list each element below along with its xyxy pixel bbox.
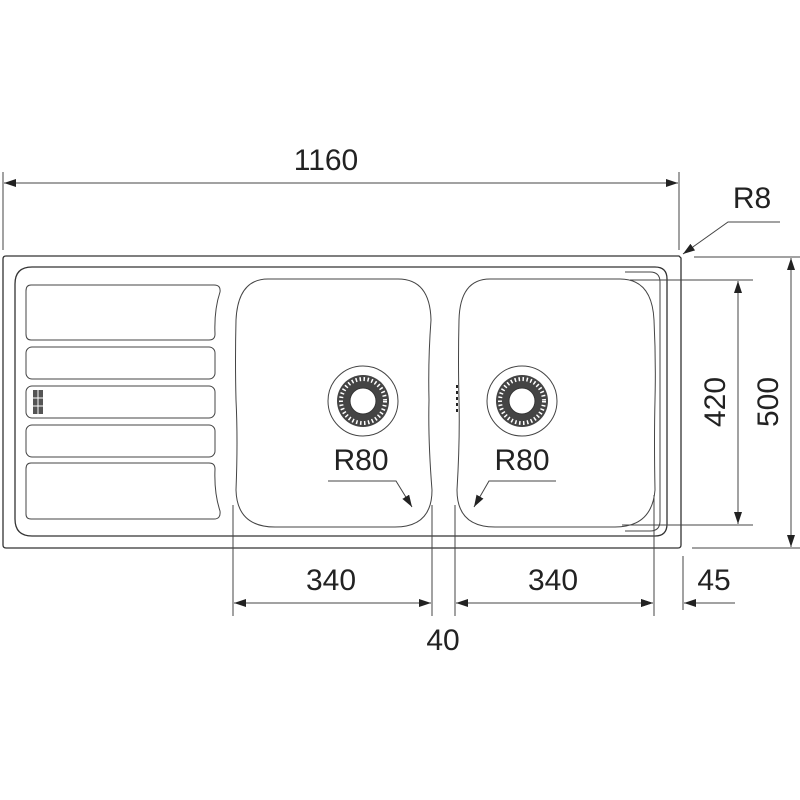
dimension-bowl-gap: 40 — [426, 624, 459, 657]
label-overall-width: 1160 — [294, 144, 359, 177]
label-overall-depth: 500 — [752, 377, 785, 427]
drain-left — [327, 365, 399, 437]
label-right-rim: 45 — [697, 564, 730, 597]
label-bowl-right-radius: R80 — [494, 444, 549, 477]
overflow-icon — [33, 390, 43, 414]
drainer-groove — [25, 424, 216, 458]
sink-inner-rim — [14, 266, 668, 537]
label-bowl-gap: 40 — [426, 624, 459, 657]
drainer-groove — [25, 385, 216, 419]
drainer-groove — [25, 346, 216, 380]
dimension-bowl-left-radius: R80 — [328, 444, 413, 508]
label-bowl-right-width: 340 — [528, 564, 578, 597]
dimension-overall-depth: 500 — [692, 256, 800, 549]
dimension-bowl-right-width: 340 — [456, 564, 653, 607]
drainer-groove — [25, 284, 221, 341]
label-corner-radius: R8 — [733, 182, 771, 215]
label-bowl-left-width: 340 — [306, 564, 356, 597]
dimension-bowl-depth: 420 — [622, 279, 753, 526]
label-bowl-depth: 420 — [699, 377, 732, 427]
drainer-area — [25, 284, 221, 520]
drain-right — [486, 365, 558, 437]
dimension-bowl-left-width: 340 — [234, 564, 431, 607]
label-bowl-left-radius: R80 — [333, 444, 388, 477]
sink-outer-edge — [2, 255, 682, 549]
dimension-right-rim: 45 — [620, 564, 735, 607]
bottom-extension-lines — [232, 495, 684, 616]
bowl-left — [235, 278, 433, 528]
bowl-right — [456, 278, 656, 528]
dimension-corner-radius: R8 — [682, 182, 780, 255]
dimension-bowl-right-radius: R80 — [473, 444, 556, 508]
dimension-overall-width: 1160 — [2, 144, 680, 250]
drainer-groove — [25, 462, 221, 520]
